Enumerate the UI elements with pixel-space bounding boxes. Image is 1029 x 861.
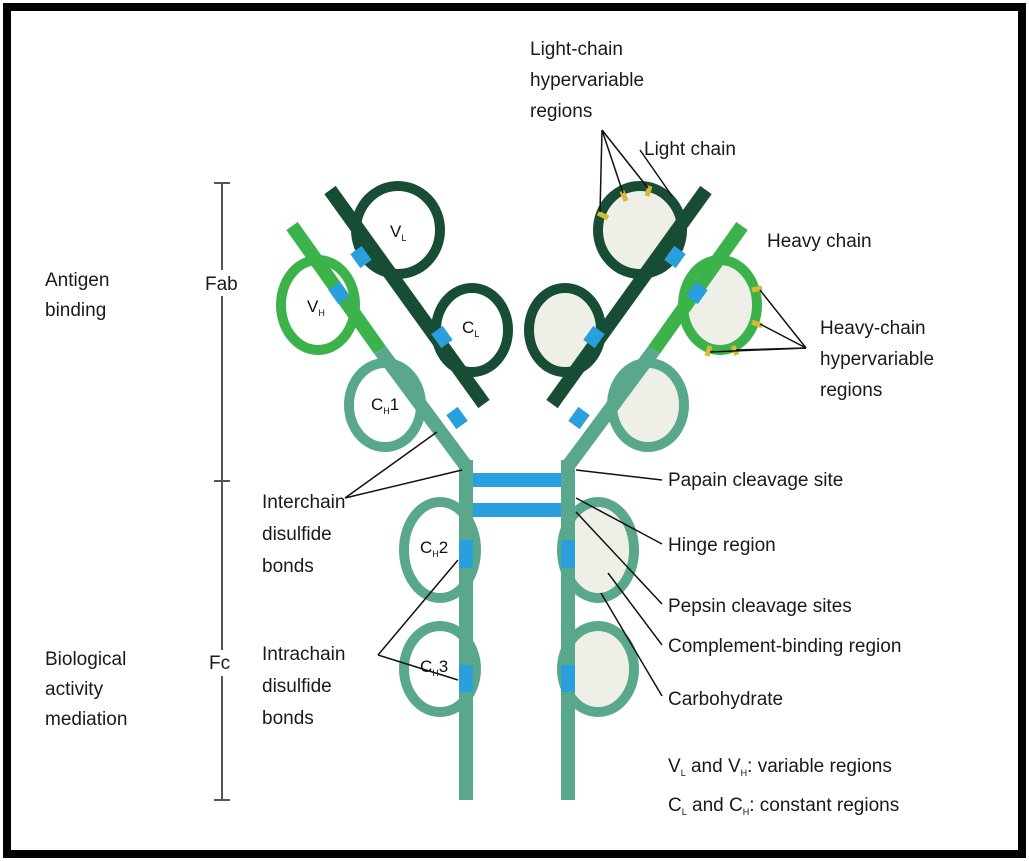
intrachain-label-line3: bonds — [262, 708, 314, 729]
pepsin-label: Pepsin cleavage sites — [668, 596, 852, 617]
heavy-chain-stem-right — [561, 460, 575, 800]
interchain-label-line3: bonds — [262, 556, 314, 577]
biological-activity-label-line3: mediation — [45, 709, 127, 730]
light-hypervariable-label-line1: Light-chain — [530, 39, 623, 60]
legend-variable: VL and VH: variable regions — [668, 756, 892, 778]
heavy-hypervariable-label-line3: regions — [820, 380, 882, 401]
interchain-bond-upper — [473, 473, 561, 487]
biological-activity-label-line2: activity — [45, 679, 104, 700]
heavy-chain-label: Heavy chain — [767, 231, 872, 252]
carbohydrate-label: Carbohydrate — [668, 689, 783, 710]
intrachain-label-line2: disulfide — [262, 676, 332, 697]
figure-border — [7, 7, 1022, 854]
legend-constant: CL and CH: constant regions — [668, 795, 899, 817]
papain-label: Papain cleavage site — [668, 470, 843, 491]
hinge-label: Hinge region — [668, 535, 776, 556]
interchain-label-line1: Interchain — [262, 492, 345, 513]
interchain-label-line2: disulfide — [262, 524, 332, 545]
antigen-binding-label-line2: binding — [45, 300, 106, 321]
heavy-hypervariable-label-line2: hypervariable — [820, 349, 934, 370]
light-hypervariable-label-line3: regions — [530, 101, 592, 122]
fc-label: Fc — [209, 653, 230, 674]
intrachain-label-line1: Intrachain — [262, 644, 345, 665]
light-hypervariable-label-line2: hypervariable — [530, 70, 644, 91]
heavy-chain-stem-left — [459, 460, 473, 800]
interchain-bond-lower — [473, 503, 561, 517]
ch1-domain-left — [349, 363, 421, 447]
light-chain-label: Light chain — [644, 139, 736, 160]
ch1-domain-right — [612, 363, 684, 447]
heavy-hypervariable-label-line1: Heavy-chain — [820, 318, 926, 339]
antigen-binding-label-line1: Antigen — [45, 270, 109, 291]
complement-label: Complement-binding region — [668, 636, 901, 657]
biological-activity-label-line1: Biological — [45, 649, 126, 670]
fab-label: Fab — [205, 274, 238, 295]
